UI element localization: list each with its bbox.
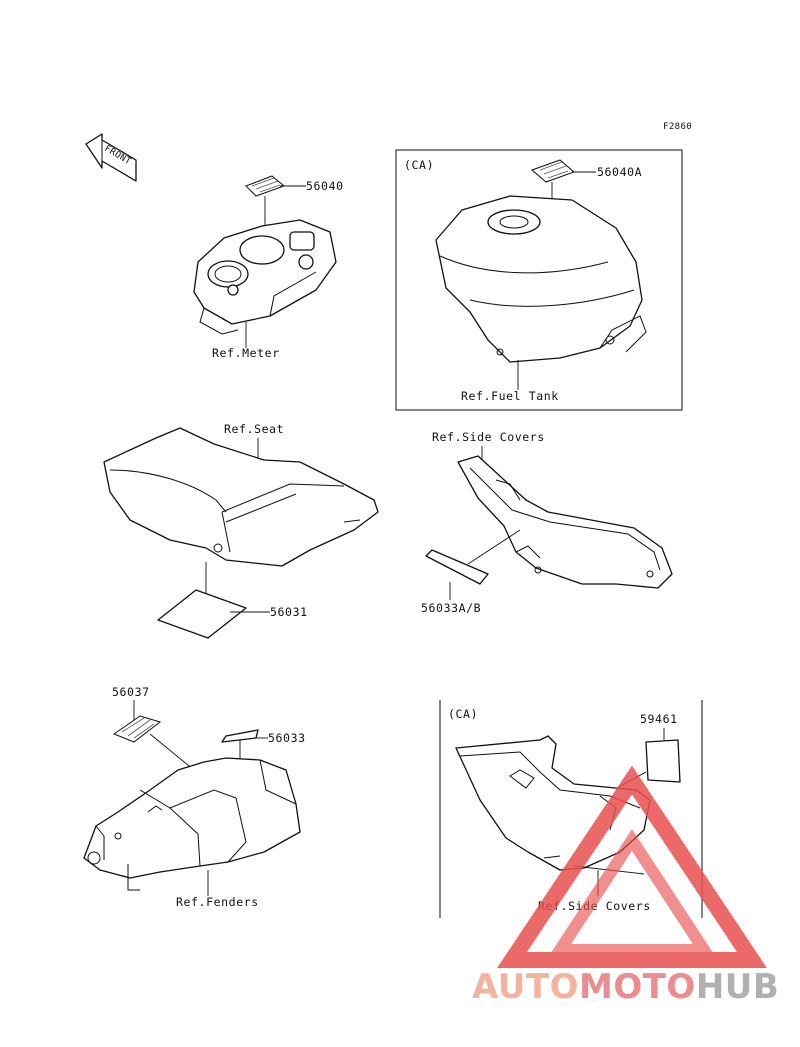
figure-code: F2860 bbox=[663, 122, 692, 132]
part-number-56037: 56037 bbox=[112, 685, 150, 699]
fuel-tank-region: (CA) bbox=[404, 158, 434, 172]
part-number-59461: 59461 bbox=[640, 712, 678, 726]
part-number-56033: 56033 bbox=[268, 731, 306, 745]
decal-59461 bbox=[645, 739, 681, 783]
ref-side-covers-label: Ref.Side Covers bbox=[432, 430, 545, 444]
ref-seat-label: Ref.Seat bbox=[224, 422, 284, 436]
decal-56040a bbox=[531, 159, 575, 183]
decal-56037 bbox=[112, 715, 162, 743]
rear-fender bbox=[83, 757, 301, 891]
svg-text:AUTOMOTOHUB: AUTOMOTOHUB bbox=[472, 967, 779, 1007]
decal-56040 bbox=[245, 175, 285, 197]
part-number-56031: 56031 bbox=[270, 605, 308, 619]
part-number-56040a: 56040A bbox=[597, 165, 642, 179]
meter-housing bbox=[193, 219, 337, 335]
side-covers-panel: Ref.Side Covers 56033A/B bbox=[421, 430, 673, 615]
meter-panel: 56040 Ref.Meter bbox=[193, 175, 344, 360]
side-covers-ca-region: (CA) bbox=[448, 707, 478, 721]
part-number-56033ab: 56033A/B bbox=[421, 601, 481, 615]
fuel-tank bbox=[435, 195, 647, 363]
fuel-tank-frame bbox=[395, 149, 683, 411]
watermark-auto: AUTO bbox=[472, 967, 579, 1007]
part-number-56040: 56040 bbox=[306, 179, 344, 193]
watermark-moto: MOTO bbox=[579, 967, 696, 1007]
ref-meter-label: Ref.Meter bbox=[212, 346, 280, 360]
seat bbox=[103, 427, 379, 567]
ref-fenders-label: Ref.Fenders bbox=[176, 895, 259, 909]
watermark-logo: AUTOMOTOHUB bbox=[472, 765, 779, 1007]
decal-56033 bbox=[221, 729, 259, 743]
decal-56033ab bbox=[425, 549, 489, 585]
fenders-panel: 56037 56033 Ref.Fenders bbox=[83, 685, 306, 909]
fuel-tank-panel: (CA) 56040A Ref.Fuel Tank bbox=[395, 149, 683, 411]
decal-56031 bbox=[157, 589, 247, 639]
watermark-triangle-icon bbox=[497, 765, 767, 968]
front-arrow-icon: FRONT bbox=[85, 133, 137, 182]
side-cover bbox=[457, 455, 673, 589]
ref-fuel-tank-label: Ref.Fuel Tank bbox=[461, 389, 559, 403]
seat-panel: Ref.Seat 56031 bbox=[103, 422, 379, 639]
watermark-hub: HUB bbox=[696, 967, 779, 1007]
